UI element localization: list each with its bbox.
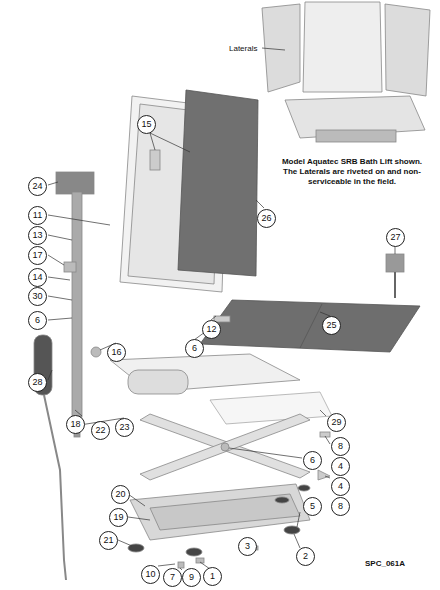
callout-number: 4: [331, 477, 350, 496]
callout-number: 17: [28, 246, 47, 265]
callout-number: 21: [99, 531, 118, 550]
callout-number: 11: [28, 206, 47, 225]
callout-number: 26: [257, 209, 276, 228]
callout-number: 1: [203, 567, 222, 586]
part-label: Laterals: [229, 44, 257, 53]
callout-number: 29: [327, 413, 346, 432]
callout-number: 14: [28, 268, 47, 287]
callout-number: 5: [303, 497, 322, 516]
callout-number: 25: [322, 316, 341, 335]
callout-number: 8: [331, 497, 350, 516]
callout-number: 12: [202, 320, 221, 339]
callout-number: 30: [28, 287, 47, 306]
callout-number: 28: [28, 373, 47, 392]
callout-number: 22: [91, 421, 110, 440]
callout-number: 6: [303, 451, 322, 470]
caption-note: Model Aquatec SRB Bath Lift shown. The L…: [277, 157, 427, 187]
callout-number: 10: [141, 565, 160, 584]
callout-number: 15: [137, 115, 156, 134]
callout-number: 19: [109, 508, 128, 527]
callout-number: 6: [185, 339, 204, 358]
callout-number: 8: [331, 437, 350, 456]
callout-number: 2: [296, 547, 315, 566]
callout-number: 16: [107, 343, 126, 362]
callout-number: 13: [28, 226, 47, 245]
callout-number: 20: [111, 485, 130, 504]
callout-number: 24: [28, 177, 47, 196]
callout-number: 4: [331, 457, 350, 476]
callout-number: 7: [163, 568, 182, 587]
callout-number: 3: [238, 537, 257, 556]
callout-number: 23: [115, 418, 134, 437]
callout-number: 27: [386, 228, 405, 247]
callout-number: 18: [66, 415, 85, 434]
callout-number: 6: [28, 311, 47, 330]
drawing-code: SPC_061A: [365, 559, 405, 568]
callout-number: 9: [182, 568, 201, 587]
